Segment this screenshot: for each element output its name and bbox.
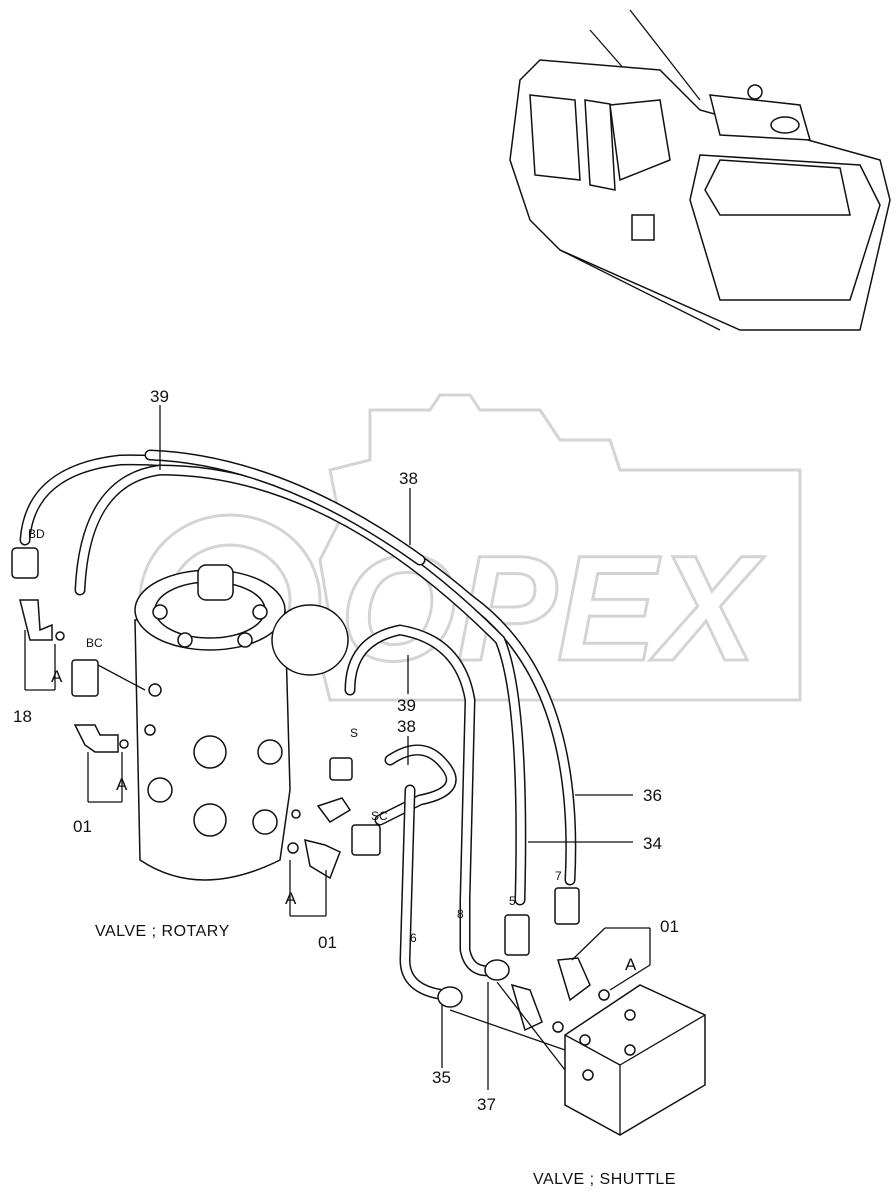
marker-a-2: A [116, 775, 128, 794]
part-38-mid: 38 [397, 717, 416, 736]
part-01-right: 01 [660, 917, 679, 936]
port-labels: BD BC S SC 5 6 7 8 [28, 527, 562, 945]
callout-markers: A A A A [51, 667, 637, 974]
port-bd: BD [28, 527, 45, 541]
part-36: 36 [643, 786, 662, 805]
marker-a-1: A [51, 667, 63, 686]
port-8: 8 [457, 907, 464, 921]
part-18: 18 [13, 707, 32, 726]
part-39-top: 39 [150, 387, 169, 406]
rotary-valve-body [134, 564, 349, 881]
fittings [11, 547, 610, 1033]
excavator-location-illustration [509, 9, 891, 331]
shuttle-valve-body [564, 984, 706, 1136]
part-39-mid: 39 [397, 696, 416, 715]
port-5: 5 [509, 894, 516, 908]
port-7: 7 [555, 869, 562, 883]
caption-valve-rotary: VALVE ; ROTARY [95, 923, 230, 940]
port-bc: BC [86, 636, 103, 650]
port-s: S [350, 726, 358, 740]
hoses [19, 449, 577, 1001]
part-38-top: 38 [399, 469, 418, 488]
port-sc: SC [371, 809, 388, 823]
part-01-bottom: 01 [318, 933, 337, 952]
marker-a-3: A [285, 889, 297, 908]
part-34: 34 [643, 834, 662, 853]
port-6: 6 [410, 931, 417, 945]
part-number-labels: 39 38 39 38 18 01 01 01 36 34 35 37 [13, 387, 679, 1114]
leader-lines [24, 405, 651, 1090]
part-37: 37 [477, 1095, 496, 1114]
part-01-left: 01 [73, 817, 92, 836]
part-35: 35 [432, 1068, 451, 1087]
marker-a-4: A [625, 955, 637, 974]
caption-valve-shuttle: VALVE ; SHUTTLE [533, 1171, 676, 1188]
